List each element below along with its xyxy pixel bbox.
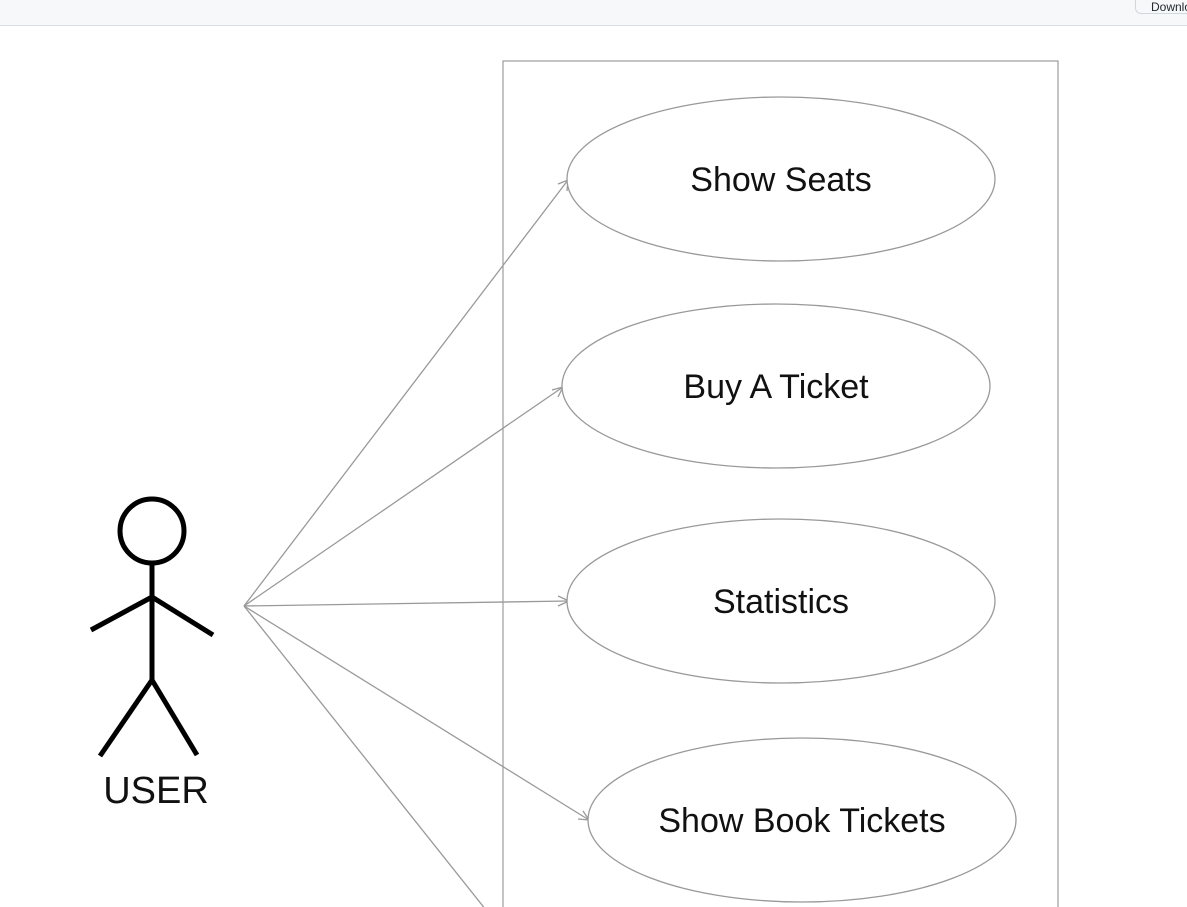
association-show-book-tickets xyxy=(243,605,590,821)
use-case-buy-a-ticket[interactable]: Buy A Ticket xyxy=(561,303,991,469)
use-case-label: Show Book Tickets xyxy=(658,802,945,840)
download-button[interactable]: Download xyxy=(1135,0,1187,14)
actor-head xyxy=(117,496,187,566)
use-case-statistics[interactable]: Statistics xyxy=(566,518,996,684)
actor-user[interactable] xyxy=(89,496,215,758)
system-boundary xyxy=(502,60,1059,907)
actor-leg-right xyxy=(149,678,200,757)
actor-arm-right xyxy=(150,594,215,638)
association-buy-a-ticket xyxy=(243,386,564,607)
arrowhead-show-book-tickets xyxy=(577,810,591,821)
actor-leg-left xyxy=(97,678,155,758)
actor-arm-left xyxy=(89,594,154,633)
association-statistics xyxy=(243,600,570,607)
use-case-label: Statistics xyxy=(713,583,849,621)
association-show-seats xyxy=(243,179,569,607)
use-case-label: Show Seats xyxy=(690,161,871,199)
use-case-show-book-tickets[interactable]: Show Book Tickets xyxy=(587,737,1017,903)
top-toolbar: Download xyxy=(0,0,1187,26)
actor-label: USER xyxy=(103,770,209,812)
use-case-label: Buy A Ticket xyxy=(683,368,869,406)
association-offscreen xyxy=(243,605,485,907)
use-case-show-seats[interactable]: Show Seats xyxy=(566,96,996,262)
associations xyxy=(243,179,591,907)
